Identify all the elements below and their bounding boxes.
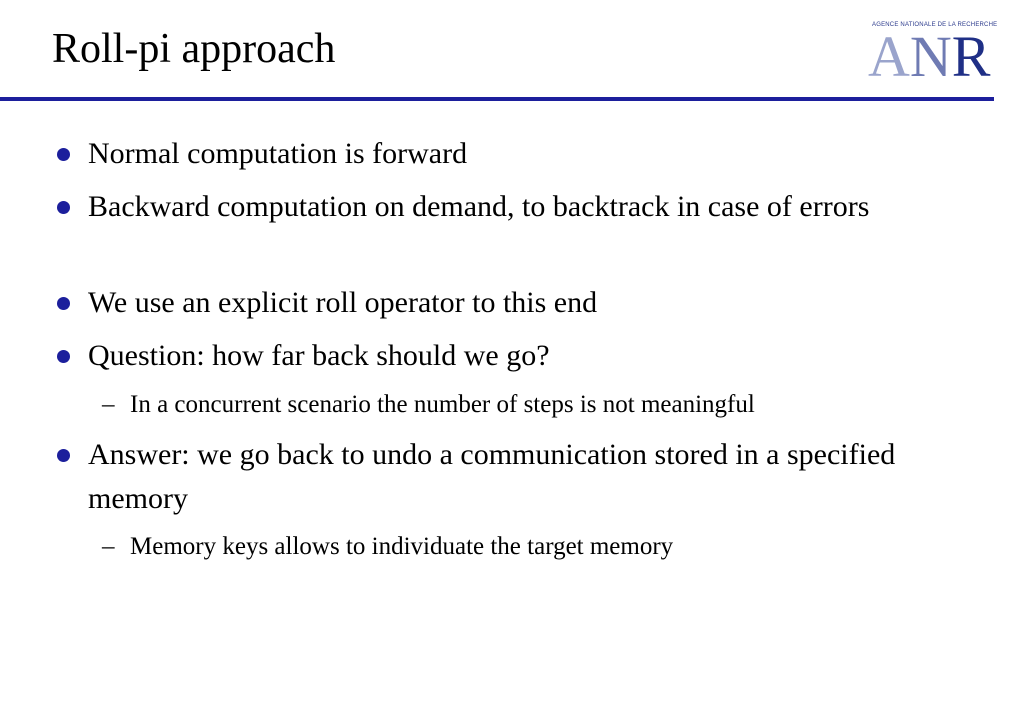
sub-bullet-item: – In a concurrent scenario the number of… (102, 389, 755, 421)
sub-bullet-item: – Memory keys allows to individuate the … (102, 531, 674, 563)
logo-letters: ANR (868, 22, 990, 92)
title-divider (0, 97, 994, 101)
bullet-dot-icon (57, 297, 70, 310)
sub-bullet-dash: – (102, 533, 115, 560)
sub-bullet-text: Memory keys allows to individuate the ta… (130, 533, 674, 560)
bullet-item: Question: how far back should we go? (57, 334, 928, 378)
logo-letter-a: A (868, 24, 910, 89)
logo-agency-text: AGENCE NATIONALE DE LA RECHERCHE (872, 22, 998, 28)
bullet-dot-icon (57, 148, 70, 161)
bullet-text: Question: how far back should we go? (88, 339, 550, 372)
bullet-dot-icon (57, 350, 70, 363)
logo-letter-n: N (909, 24, 952, 89)
bullet-dot-icon (57, 201, 70, 214)
bullet-text: Backward computation on demand, to backt… (88, 190, 870, 223)
sub-bullet-dash: – (102, 391, 115, 418)
bullet-text: Normal computation is forward (88, 137, 468, 170)
slide-title: Roll-pi approach (52, 26, 336, 72)
sub-bullet-text: In a concurrent scenario the number of s… (130, 391, 755, 418)
bullet-text: We use an explicit roll operator to this… (88, 286, 598, 319)
bullet-item: Answer: we go back to undo a communicati… (57, 433, 928, 521)
bullet-item: Backward computation on demand, to backt… (57, 185, 928, 229)
anr-logo: AGENCE NATIONALE DE LA RECHERCHE ANR (866, 20, 1006, 90)
bullet-item: Normal computation is forward (57, 132, 928, 176)
bullet-item: We use an explicit roll operator to this… (57, 281, 928, 325)
bullet-text: Answer: we go back to undo a communicati… (88, 438, 896, 515)
logo-letter-r: R (951, 24, 991, 89)
bullet-dot-icon (57, 449, 70, 462)
